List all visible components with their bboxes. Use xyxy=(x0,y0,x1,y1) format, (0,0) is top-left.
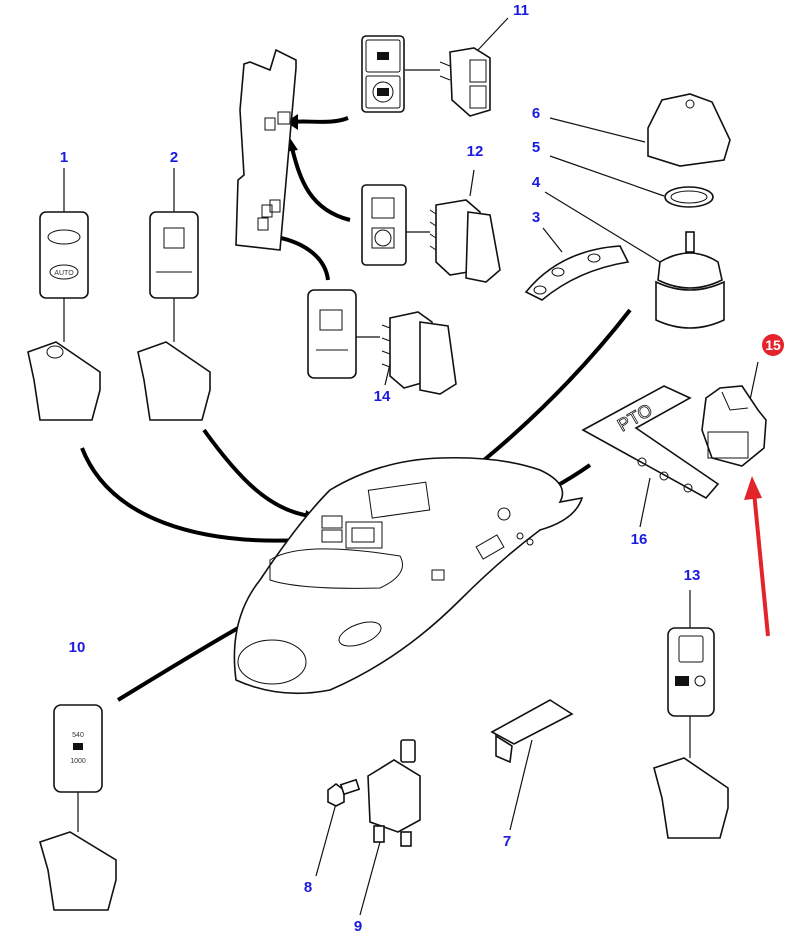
callout-8[interactable]: 8 xyxy=(303,879,313,896)
part-13-switch xyxy=(653,757,729,839)
callout-16[interactable]: 16 xyxy=(630,531,648,548)
cab-console xyxy=(233,456,584,695)
cup-holder xyxy=(237,639,307,685)
wiper-icon xyxy=(47,229,81,245)
pillar-trim-panel xyxy=(235,48,297,251)
part-14-switch xyxy=(381,311,457,395)
part-16-pto-decal: PTO xyxy=(581,385,720,500)
callout-12[interactable]: 12 xyxy=(466,143,484,160)
callout-14[interactable]: 14 xyxy=(373,388,391,405)
part-14-panel xyxy=(307,289,357,379)
leader-lines xyxy=(63,17,759,916)
callout-10[interactable]: 10 xyxy=(68,639,86,656)
red-indicator-arrow xyxy=(744,476,770,637)
speed-540-text: 540 xyxy=(72,732,84,739)
part-4-rotary-switch xyxy=(655,231,725,329)
callout-1[interactable]: 1 xyxy=(59,149,69,166)
part-1-panel: AUTO xyxy=(39,211,89,299)
part-9-relay xyxy=(367,739,421,847)
arrow-switch2-to-console xyxy=(202,428,311,518)
gear-icon xyxy=(694,675,706,687)
callout-4[interactable]: 4 xyxy=(531,174,541,191)
part-1-switch xyxy=(27,341,101,421)
speed-1000-text: 1000 xyxy=(70,758,86,765)
callout-15-highlighted[interactable]: 15 xyxy=(762,334,784,356)
callout-2[interactable]: 2 xyxy=(169,149,179,166)
arrow-switch1-to-console xyxy=(80,447,303,543)
part-10-switch xyxy=(39,831,117,911)
beacon-icon xyxy=(319,309,343,331)
part-2-panel xyxy=(149,211,199,299)
axle-icon xyxy=(163,227,185,249)
callout-9[interactable]: 9 xyxy=(353,918,363,935)
part-12-switch xyxy=(429,199,501,283)
part-8-screw xyxy=(327,778,361,807)
callout-5[interactable]: 5 xyxy=(531,139,541,156)
tractor-4wd-off-icon xyxy=(377,88,389,96)
callout-6[interactable]: 6 xyxy=(531,105,541,122)
arrow-to-pillar-mid xyxy=(290,147,351,222)
part-7-blanking-cover xyxy=(490,699,574,764)
callout-11[interactable]: 11 xyxy=(513,2,529,19)
part-10-panel: 540 1000 xyxy=(53,704,103,793)
hitch-icon xyxy=(675,676,689,686)
part-11-panel xyxy=(361,35,405,113)
part-2-switch xyxy=(137,341,211,421)
part-3-decal-plate xyxy=(524,245,630,301)
part-15-pto-switch xyxy=(701,385,767,467)
part-12-panel xyxy=(361,184,407,266)
auto-text: AUTO xyxy=(54,270,74,277)
callout-7[interactable]: 7 xyxy=(502,833,512,850)
callout-3[interactable]: 3 xyxy=(531,209,541,226)
part-6-knob xyxy=(647,93,731,167)
part-11-switch xyxy=(439,47,491,117)
part-13-panel xyxy=(667,627,715,717)
tractor-4wd-icon xyxy=(377,52,389,60)
callout-13[interactable]: 13 xyxy=(683,567,701,584)
arrow-to-pillar-upper xyxy=(291,116,349,124)
part-5-ring xyxy=(664,186,714,208)
pto-icon xyxy=(73,743,83,750)
